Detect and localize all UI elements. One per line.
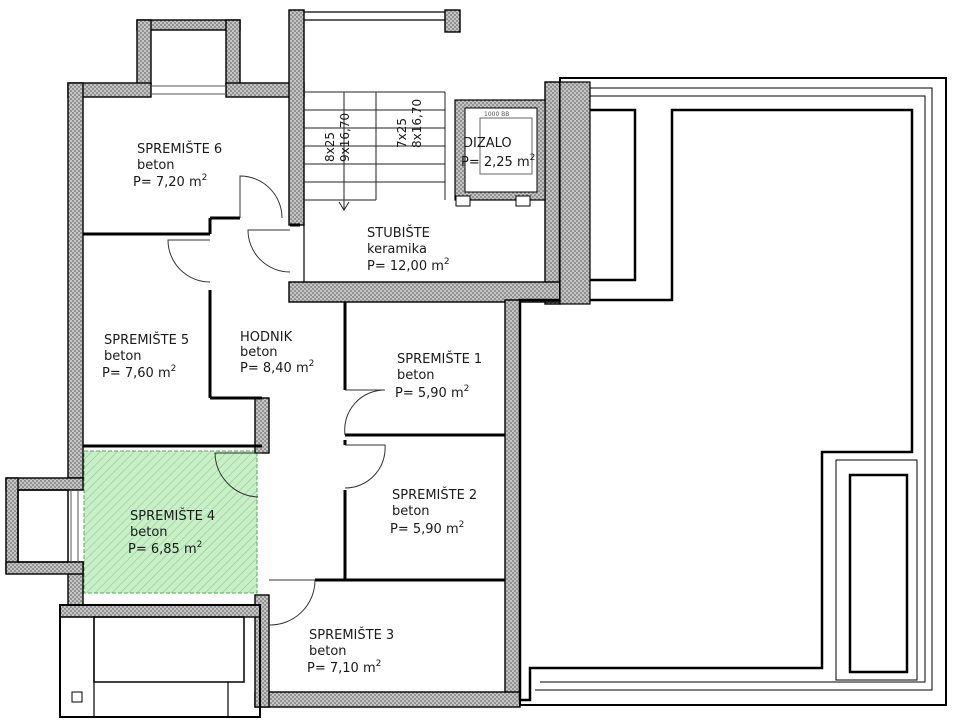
room-2-material: beton <box>392 504 430 519</box>
elevator-tag: 1000 BB <box>484 111 509 118</box>
room-1-material: beton <box>397 368 435 383</box>
room-3-material: beton <box>309 644 347 659</box>
bottom-left-block <box>59 604 261 718</box>
room-6-area: P= 7,20 m2 <box>133 173 207 190</box>
room-4-area: P= 6,85 m2 <box>128 540 202 557</box>
room-labels: SPREMIŠTE 6 beton P= 7,20 m2 SPREMIŠTE 5… <box>102 99 535 676</box>
room-6-name: SPREMIŠTE 6 <box>137 141 222 157</box>
room-3-area: P= 7,10 m2 <box>307 659 381 676</box>
room-spremiste-4-highlight <box>83 450 258 594</box>
stair-2-steps: 7x25 <box>395 118 409 148</box>
stairwell-material: keramika <box>367 242 427 257</box>
room-5-material: beton <box>104 349 142 364</box>
stair-1-risers: 9x16,70 <box>338 113 352 162</box>
partitions <box>83 216 505 582</box>
room-1-name: SPREMIŠTE 1 <box>397 351 482 367</box>
stairwell-area: P= 12,00 m2 <box>367 257 450 274</box>
stairwell-name: STUBIŠTE <box>367 225 430 241</box>
room-3-name: SPREMIŠTE 3 <box>309 627 394 643</box>
elevator-name: DIZALO <box>463 136 512 151</box>
terrace <box>518 77 947 706</box>
room-4-material: beton <box>130 525 168 540</box>
stair-1-steps: 8x25 <box>323 132 337 162</box>
stair-2-risers: 8x16,70 <box>410 99 424 148</box>
elevator-area: P= 2,25 m2 <box>461 153 535 170</box>
stair-shaft <box>303 11 446 282</box>
west-balcony <box>17 489 69 563</box>
room-2-area: P= 5,90 m2 <box>390 520 464 537</box>
room-6-material: beton <box>137 158 175 173</box>
hallway-material: beton <box>240 345 278 360</box>
room-1-area: P= 5,90 m2 <box>395 384 469 401</box>
room-5-name: SPREMIŠTE 5 <box>104 332 189 348</box>
room-2-name: SPREMIŠTE 2 <box>392 487 477 503</box>
hallway-area: P= 8,40 m2 <box>240 359 314 376</box>
room-4-name: SPREMIŠTE 4 <box>130 508 215 524</box>
hallway-name: HODNIK <box>240 330 293 345</box>
doors <box>167 175 386 626</box>
room-5-area: P= 7,60 m2 <box>102 364 176 381</box>
elevator-shaft <box>454 99 546 207</box>
windows <box>70 85 226 562</box>
